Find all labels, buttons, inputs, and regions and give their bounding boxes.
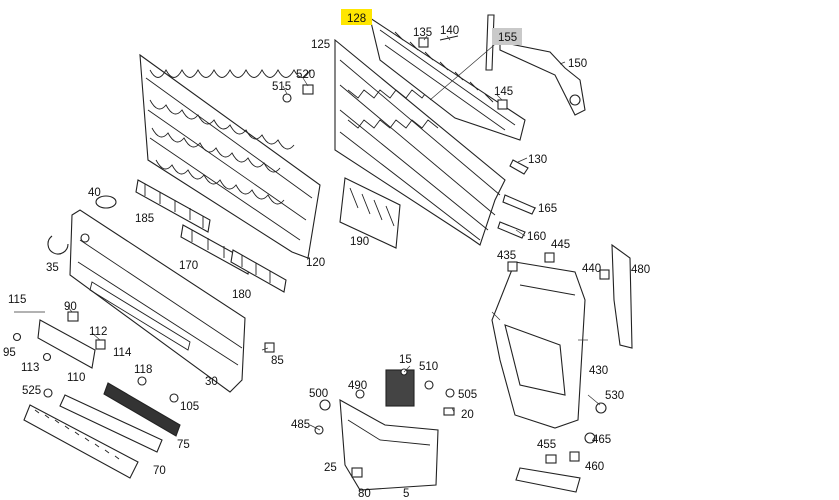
callout-430[interactable]: 430 [589, 365, 608, 377]
callout-70[interactable]: 70 [153, 465, 166, 477]
callout-190[interactable]: 190 [350, 236, 369, 248]
callout-25[interactable]: 25 [324, 462, 337, 474]
callout-105[interactable]: 105 [180, 401, 199, 413]
corner-panel-part[interactable] [491, 261, 586, 429]
leader-lines [14, 35, 601, 431]
callout-520[interactable]: 520 [296, 69, 315, 81]
callout-128[interactable]: 128 [347, 13, 366, 25]
callout-135[interactable]: 135 [413, 27, 432, 39]
callout-145[interactable]: 145 [494, 86, 513, 98]
callout-75[interactable]: 75 [177, 439, 190, 451]
side-deflector-part[interactable] [611, 243, 633, 349]
top-trim-strip-part[interactable] [369, 16, 526, 141]
callout-160[interactable]: 160 [527, 231, 546, 243]
callout-30[interactable]: 30 [205, 376, 218, 388]
fastener-clips[interactable] [47, 35, 536, 255]
callout-113[interactable]: 113 [21, 362, 39, 374]
callout-35[interactable]: 35 [46, 262, 59, 274]
callout-530[interactable]: 530 [605, 390, 624, 402]
callout-80[interactable]: 80 [358, 488, 371, 500]
bumper-cover-part[interactable] [69, 209, 246, 393]
headlamp-trim-part[interactable] [339, 369, 439, 491]
grille-carrier-part[interactable] [334, 38, 506, 246]
selected-part-highlight [492, 28, 522, 45]
callout-480[interactable]: 480 [631, 264, 650, 276]
callout-112[interactable]: 112 [89, 326, 107, 338]
callout-455[interactable]: 455 [537, 439, 556, 451]
callout-515[interactable]: 515 [272, 81, 291, 93]
callout-510[interactable]: 510 [419, 361, 438, 373]
licence-plate-holder-part[interactable] [12, 311, 106, 369]
callout-115[interactable]: 115 [8, 294, 26, 306]
callout-labels: 128 135 140 155 150 125 520 515 145 130 … [3, 13, 650, 500]
louvre-strip-parts[interactable] [135, 179, 287, 293]
callout-118[interactable]: 118 [134, 364, 152, 376]
callout-465[interactable]: 465 [592, 434, 611, 446]
callout-114[interactable]: 114 [113, 347, 132, 359]
callout-185[interactable]: 185 [135, 213, 154, 225]
callout-90[interactable]: 90 [64, 301, 77, 313]
callout-435[interactable]: 435 [497, 250, 516, 262]
lower-trim-part[interactable] [515, 467, 581, 493]
callout-505[interactable]: 505 [458, 389, 477, 401]
callout-500[interactable]: 500 [309, 388, 328, 400]
callout-445[interactable]: 445 [551, 239, 570, 251]
side-bracket-part[interactable] [485, 14, 586, 116]
callout-485[interactable]: 485 [291, 419, 310, 431]
lower-grille-insert-part[interactable] [339, 177, 401, 249]
callout-85[interactable]: 85 [271, 355, 284, 367]
callout-5[interactable]: 5 [403, 488, 409, 500]
callout-140[interactable]: 140 [440, 25, 459, 37]
callout-150[interactable]: 150 [568, 58, 587, 70]
callout-40[interactable]: 40 [88, 187, 101, 199]
callout-440[interactable]: 440 [582, 263, 601, 275]
step-plate-parts[interactable] [23, 382, 181, 479]
callout-120[interactable]: 120 [306, 257, 325, 269]
callout-165[interactable]: 165 [538, 203, 557, 215]
active-part-highlight [341, 9, 372, 25]
callout-155[interactable]: 155 [498, 32, 517, 44]
callout-125[interactable]: 125 [311, 39, 330, 51]
callout-95[interactable]: 95 [3, 347, 16, 359]
callout-15[interactable]: 15 [399, 354, 412, 366]
radiator-grille-part[interactable] [139, 53, 321, 259]
callout-180[interactable]: 180 [232, 289, 251, 301]
callout-110[interactable]: 110 [67, 372, 85, 384]
callout-170[interactable]: 170 [179, 260, 198, 272]
callout-130[interactable]: 130 [528, 154, 547, 166]
callout-20[interactable]: 20 [461, 409, 474, 421]
callout-460[interactable]: 460 [585, 461, 604, 473]
callout-490[interactable]: 490 [348, 380, 367, 392]
bolt-parts[interactable] [43, 252, 610, 478]
callout-525[interactable]: 525 [22, 385, 41, 397]
